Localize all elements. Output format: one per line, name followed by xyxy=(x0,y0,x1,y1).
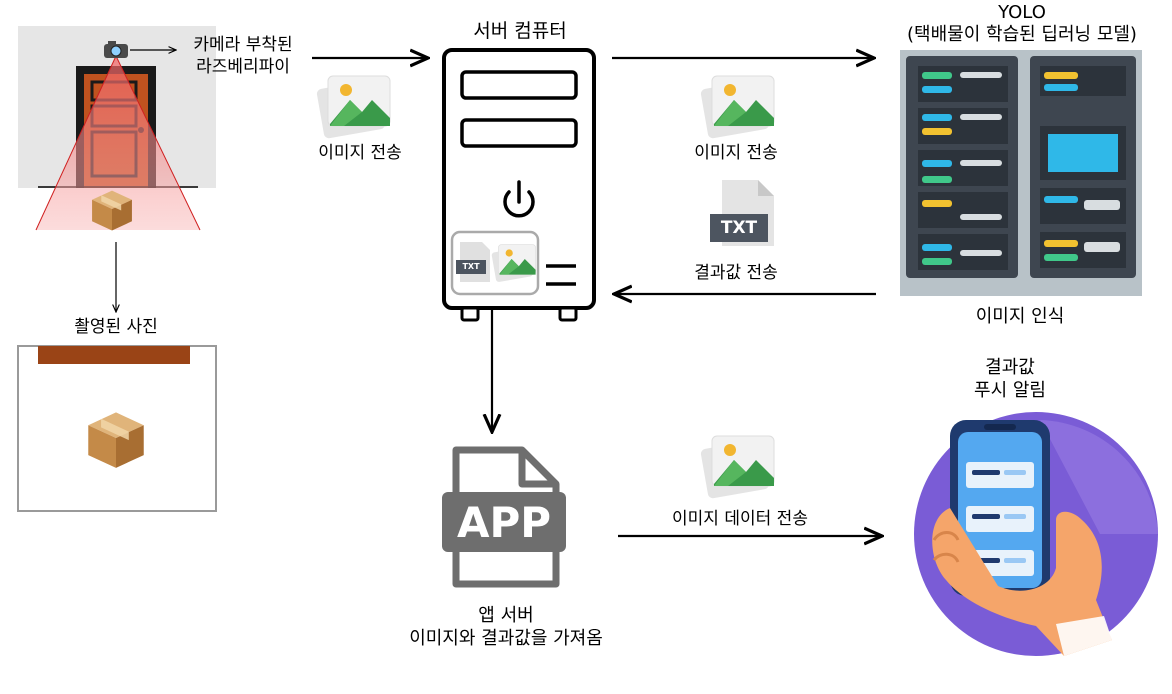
power-icon xyxy=(503,180,535,218)
camera-label-line1: 카메라 부착된 xyxy=(193,35,293,55)
captured-photo-label: 촬영된 사진 xyxy=(74,317,158,337)
camera-label-line2: 라즈베리파이 xyxy=(196,57,290,77)
push-notification-label: 결과값 푸시 알림 xyxy=(950,356,1070,402)
txt-badge-small: TXT xyxy=(462,262,480,271)
server-tower-icon xyxy=(442,48,596,322)
yolo-title-line1: YOLO xyxy=(998,2,1046,23)
txt-badge: TXT xyxy=(720,218,758,238)
captured-photo-frame xyxy=(17,345,217,512)
send-result-label: 결과값 전송 xyxy=(694,263,778,283)
image-file-icon xyxy=(699,75,775,140)
app-server-label: 앱 서버 이미지와 결과값을 가져옴 xyxy=(376,604,636,650)
image-file-icon xyxy=(699,435,775,500)
server-rack-icon xyxy=(900,50,1142,296)
send-image-data-label: 이미지 데이터 전송 xyxy=(672,509,808,529)
send-image-label-left: 이미지 전송 xyxy=(318,143,402,163)
app-badge: APP xyxy=(456,498,552,547)
push-line1: 결과값 xyxy=(985,357,1035,378)
txt-file-icon xyxy=(710,180,774,246)
app-file-icon xyxy=(442,446,566,588)
app-server-line1: 앱 서버 xyxy=(478,605,534,626)
server-title: 서버 컴퓨터 xyxy=(473,20,567,42)
image-recognition-label: 이미지 인식 xyxy=(975,306,1065,327)
camera-label: 카메라 부착된 라즈베리파이 xyxy=(180,34,306,78)
yolo-title: YOLO (택배물이 학습된 딥러닝 모델) xyxy=(880,2,1164,46)
app-server-line2: 이미지와 결과값을 가져옴 xyxy=(409,628,603,649)
send-image-label-right: 이미지 전송 xyxy=(694,143,778,163)
smartphone-hand-icon xyxy=(914,412,1158,656)
yolo-title-line2: (택배물이 학습된 딥러닝 모델) xyxy=(907,24,1137,45)
door-camera-illustration xyxy=(18,26,216,231)
camera-icon xyxy=(104,41,128,58)
push-line2: 푸시 알림 xyxy=(974,380,1046,401)
txt-file-icon xyxy=(456,242,490,282)
image-file-icon xyxy=(315,75,391,140)
